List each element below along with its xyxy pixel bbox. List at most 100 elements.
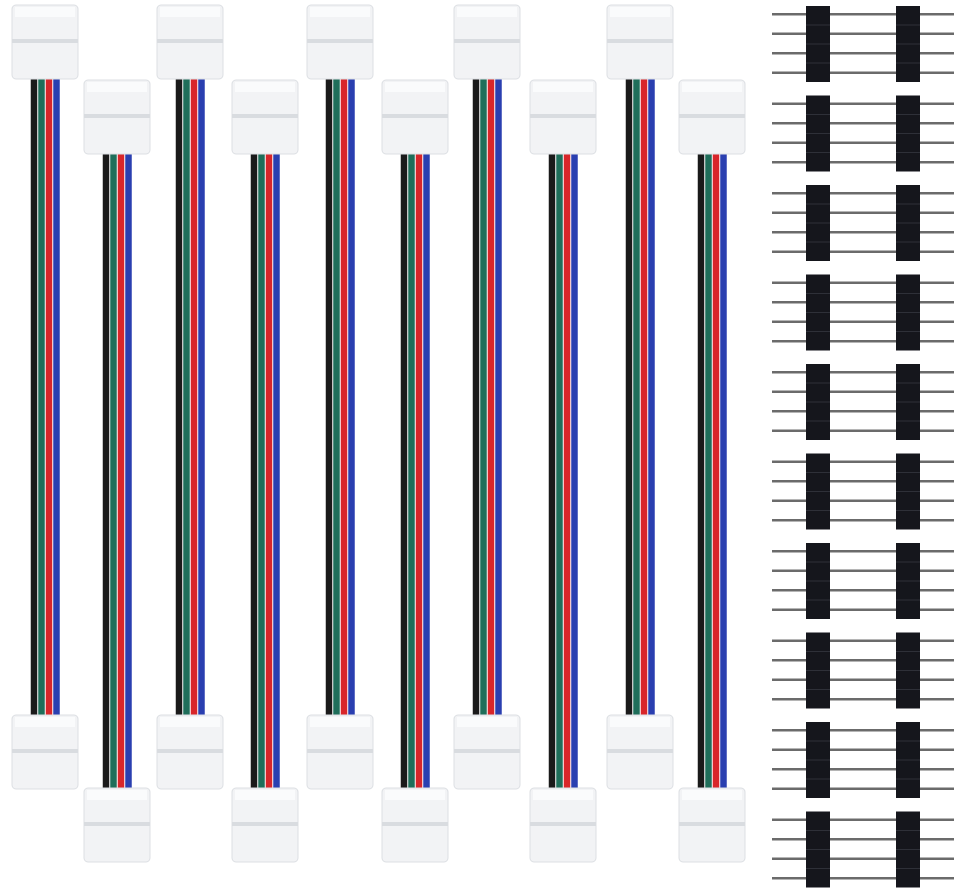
pin-header-divider <box>896 740 920 742</box>
pin-header-divider <box>806 778 830 780</box>
pin-header <box>772 543 864 619</box>
pin-header-divider <box>896 24 920 26</box>
connector-highlight <box>385 790 445 800</box>
connector-seam <box>530 114 596 118</box>
connector-highlight <box>235 82 295 92</box>
wire <box>472 75 480 720</box>
connector-highlight <box>310 7 370 17</box>
pin-header-divider <box>896 133 920 134</box>
wire <box>250 150 258 793</box>
pin-header-divider <box>806 670 830 671</box>
connector-highlight <box>610 7 670 17</box>
cable-wires <box>625 75 655 720</box>
cable-wires <box>548 150 578 793</box>
pin-header-divider <box>896 561 920 563</box>
pin-header-divider <box>806 133 830 134</box>
pin-header-divider <box>806 740 830 742</box>
pin-header-divider <box>806 830 830 831</box>
wire <box>495 75 502 720</box>
pin-header-divider <box>896 472 920 473</box>
pin-header-divider <box>806 312 830 313</box>
cable <box>11 4 79 790</box>
pin-header <box>862 811 954 888</box>
wire <box>30 75 38 720</box>
pin-header-divider <box>896 331 920 332</box>
wire <box>640 75 648 720</box>
cable <box>678 79 746 863</box>
wire <box>102 150 110 793</box>
pin-header-divider <box>806 561 830 563</box>
pin-header-divider <box>896 382 920 384</box>
connector-seam <box>530 822 596 826</box>
pin-header-divider <box>806 222 830 224</box>
pin-header-divider <box>806 689 830 690</box>
pin-header-divider <box>896 689 920 690</box>
connector-highlight <box>385 82 445 92</box>
pin-header-divider <box>896 241 920 243</box>
wire <box>273 150 280 793</box>
pin-header-divider <box>896 759 920 761</box>
connector-seam <box>12 39 78 43</box>
wire <box>648 75 655 720</box>
pin-header-divider <box>806 331 830 332</box>
connector-highlight <box>160 717 220 727</box>
connector-seam <box>454 749 520 753</box>
wire <box>556 150 563 793</box>
wire <box>348 75 355 720</box>
pin-header-divider <box>806 759 830 761</box>
pin-header-divider <box>896 670 920 671</box>
connector-seam <box>382 114 448 118</box>
connector-highlight <box>15 717 75 727</box>
pin-header-divider <box>806 114 830 115</box>
pin-header-divider <box>896 401 920 403</box>
connector-seam <box>307 749 373 753</box>
connector-seam <box>157 39 223 43</box>
pin-header-divider <box>806 868 830 869</box>
wire <box>563 150 571 793</box>
wire <box>548 150 556 793</box>
connector-seam <box>232 114 298 118</box>
connector-seam <box>84 822 150 826</box>
cable <box>306 4 374 790</box>
connector-highlight <box>682 790 742 800</box>
pin-header-divider <box>896 152 920 153</box>
pin-header <box>862 6 954 82</box>
cable <box>83 79 151 863</box>
cable <box>231 79 299 863</box>
cable <box>381 79 449 863</box>
pin-header-divider <box>896 778 920 780</box>
connector-seam <box>454 39 520 43</box>
connector-highlight <box>310 717 370 727</box>
pin-header-divider <box>896 43 920 45</box>
pin-header <box>772 95 864 172</box>
pin-header-divider <box>896 114 920 115</box>
cable-wires <box>175 75 205 720</box>
cable <box>453 4 521 790</box>
wire <box>38 75 45 720</box>
wire <box>423 150 430 793</box>
pin-header-divider <box>896 420 920 422</box>
wire <box>258 150 265 793</box>
cable-wires <box>472 75 502 720</box>
pin-header <box>862 274 954 351</box>
pin-header <box>862 453 954 530</box>
wire <box>697 150 705 793</box>
pin-header <box>772 811 864 888</box>
pin-header <box>772 364 864 440</box>
pin-header-divider <box>896 222 920 224</box>
pin-header-divider <box>896 868 920 869</box>
connector-seam <box>607 749 673 753</box>
connector-highlight <box>533 790 593 800</box>
pin-header-divider <box>896 830 920 831</box>
wire <box>408 150 415 793</box>
wire <box>125 150 132 793</box>
connector-seam <box>232 822 298 826</box>
cable-wires <box>102 150 132 793</box>
wire <box>400 150 408 793</box>
connector-seam <box>157 749 223 753</box>
connector-seam <box>607 39 673 43</box>
pin-header-divider <box>896 510 920 511</box>
connector-highlight <box>15 7 75 17</box>
pin-header <box>862 632 954 709</box>
pin-header-divider <box>806 510 830 511</box>
